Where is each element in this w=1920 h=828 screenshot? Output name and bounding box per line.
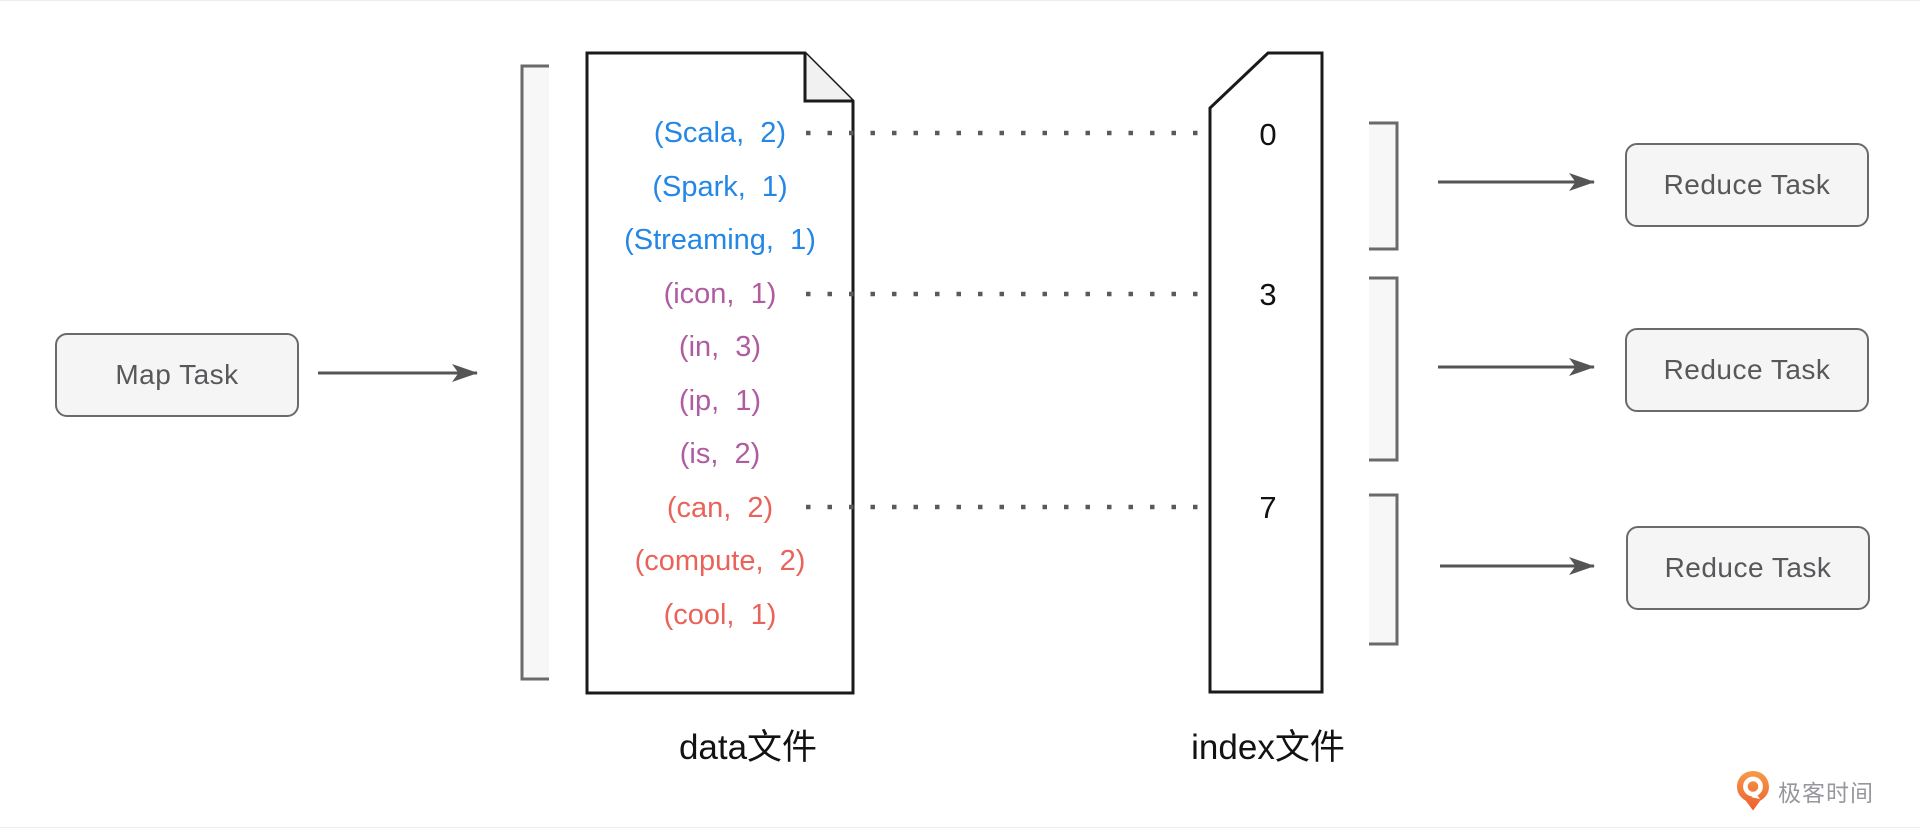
- data-file-label: data文件: [678, 728, 818, 767]
- reduce-task-label: Reduce Task: [1663, 169, 1831, 200]
- partition-bracket-1: [1369, 121, 1399, 251]
- tuple-row: (Streaming, 1): [624, 224, 816, 256]
- reduce-task-box-1: Reduce Task: [1625, 143, 1869, 227]
- tuple-row: (Scala, 2): [653, 117, 787, 149]
- tuple-row: (is, 2): [679, 438, 761, 470]
- tuple-row: (cool, 1): [663, 598, 777, 631]
- tuple-row: (icon, 1): [663, 277, 777, 310]
- map-task-label: Map Task: [115, 359, 239, 390]
- index-offset-3: 3: [1259, 277, 1277, 312]
- index-offset-0: 0: [1259, 117, 1277, 152]
- index-file-shape: [1208, 51, 1324, 694]
- index-file-label: index文件: [1191, 728, 1345, 767]
- geektime-logo-text: 极客时间: [1778, 780, 1874, 806]
- tuple-row: (ip, 1): [678, 384, 762, 417]
- data-file-fold-corner: [803, 53, 853, 103]
- tuple-row: (compute, 2): [634, 545, 806, 577]
- reduce-task-label: Reduce Task: [1663, 354, 1831, 385]
- data-file-bracket: [520, 64, 549, 681]
- data-file-shape: [585, 51, 855, 695]
- tuple-row: (can, 2): [666, 491, 774, 524]
- reduce-task-label: Reduce Task: [1664, 552, 1832, 583]
- partition-bracket-3: [1369, 493, 1399, 646]
- geektime-logo: 极客时间: [1736, 770, 1874, 812]
- partition-bracket-2: [1369, 276, 1399, 462]
- reduce-task-box-3: Reduce Task: [1626, 526, 1870, 610]
- tuple-row: (Spark, 1): [652, 170, 788, 203]
- frame-line-top: [0, 0, 1920, 1]
- reduce-task-box-2: Reduce Task: [1625, 328, 1869, 412]
- index-offset-7: 7: [1259, 490, 1277, 525]
- map-task-box: Map Task: [55, 333, 299, 417]
- tuple-row: (in, 3): [678, 331, 762, 363]
- data-file-entries: (Scala, 2) (Spark, 1) (Streaming, 1) (icon,…: [587, 0, 853, 828]
- geektime-logo-icon: [1737, 771, 1769, 811]
